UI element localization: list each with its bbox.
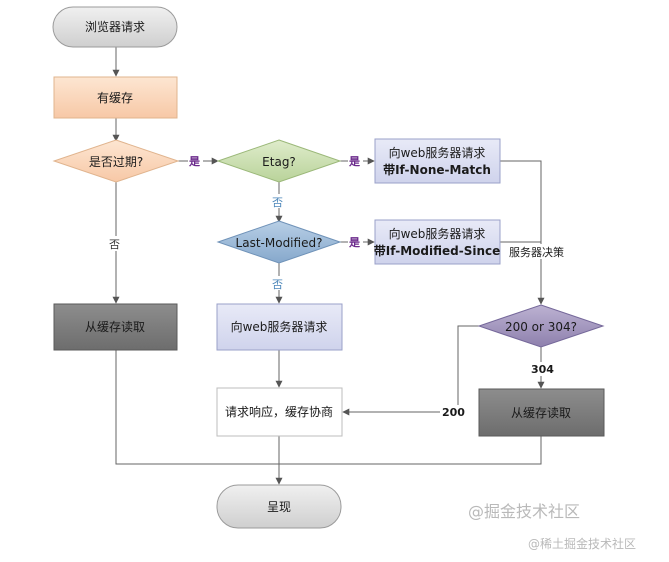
node-status-decision: 200 or 304? bbox=[477, 304, 605, 348]
edge-req1-to-decision bbox=[500, 160, 545, 305]
edge-label-304: 304 bbox=[531, 363, 554, 376]
edge-label-200: 200 bbox=[442, 406, 465, 419]
last-modified-label: Last-Modified? bbox=[236, 236, 323, 250]
browser-request-label: 浏览器请求 bbox=[85, 19, 145, 34]
req-inm-line1: 向web服务器请求 bbox=[389, 145, 486, 160]
node-negotiate: 请求响应，缓存协商 bbox=[216, 387, 343, 437]
edge-label-server-decides: 服务器决策 bbox=[509, 245, 564, 259]
edge-readleft-to-merge bbox=[115, 350, 279, 465]
edge-readright-to-merge bbox=[279, 436, 542, 465]
req-inm-line2: 带If-None-Match bbox=[383, 162, 491, 177]
edge-label-lm-no: 否 bbox=[272, 278, 283, 291]
negotiate-label: 请求响应，缓存协商 bbox=[225, 404, 333, 419]
edge-label-lm-yes: 是 bbox=[348, 236, 361, 249]
node-expired-decision: 是否过期? bbox=[52, 139, 180, 183]
node-browser-request: 浏览器请求 bbox=[52, 6, 178, 48]
node-request-server: 向web服务器请求 bbox=[216, 303, 343, 351]
node-request-if-modified-since: 向web服务器请求 带If-Modified-Since bbox=[374, 219, 501, 265]
edge-label-expired-no: 否 bbox=[109, 238, 120, 251]
render-label: 呈现 bbox=[267, 500, 291, 514]
has-cache-label: 有缓存 bbox=[97, 91, 133, 105]
edge-label-etag-no: 否 bbox=[272, 196, 283, 209]
node-last-modified-decision: Last-Modified? bbox=[216, 220, 342, 264]
node-has-cache: 有缓存 bbox=[53, 76, 178, 119]
expired-label: 是否过期? bbox=[89, 155, 143, 169]
edge-label-expired-yes: 是 bbox=[188, 155, 201, 168]
etag-label: Etag? bbox=[262, 155, 296, 169]
req-ims-line2: 带If-Modified-Since bbox=[374, 243, 501, 258]
req-ims-line1: 向web服务器请求 bbox=[389, 226, 486, 241]
node-read-cache-right: 从缓存读取 bbox=[478, 388, 605, 437]
node-etag-decision: Etag? bbox=[216, 139, 342, 183]
node-read-cache-left: 从缓存读取 bbox=[53, 303, 178, 351]
edge-status-200 bbox=[342, 325, 479, 416]
node-render: 呈现 bbox=[216, 484, 342, 529]
status-label: 200 or 304? bbox=[505, 320, 577, 334]
read-cache-left-label: 从缓存读取 bbox=[85, 320, 145, 334]
watermark-secondary: @稀土掘金技术社区 bbox=[528, 537, 637, 551]
edge-label-etag-yes: 是 bbox=[348, 155, 361, 168]
request-server-label: 向web服务器请求 bbox=[231, 319, 328, 334]
watermark-primary: @掘金技术社区 bbox=[468, 502, 581, 521]
read-cache-right-label: 从缓存读取 bbox=[511, 406, 571, 420]
node-request-if-none-match: 向web服务器请求 带If-None-Match bbox=[374, 138, 501, 184]
